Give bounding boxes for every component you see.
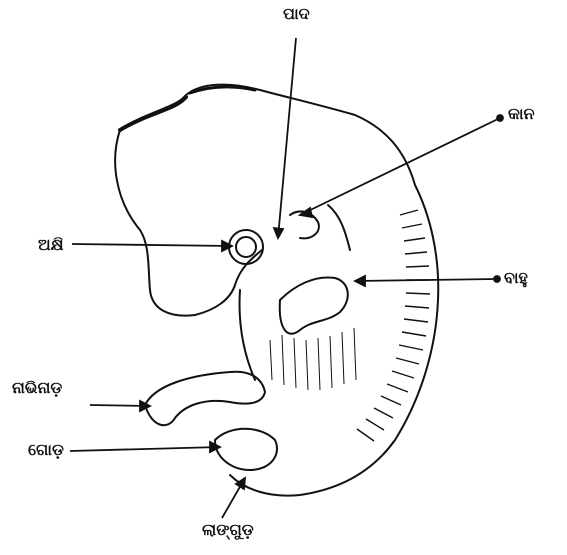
leader-akhi	[72, 244, 232, 246]
umbilical-cord	[145, 372, 265, 426]
label-kana: କାନ	[508, 106, 535, 122]
label-bahu: ବାହୁ	[504, 270, 528, 286]
leader-pa	[278, 38, 296, 238]
label-pa: ପାଦ	[283, 6, 310, 22]
leg-shape	[215, 429, 277, 470]
face-outline	[115, 130, 262, 316]
spine-hatching	[357, 210, 430, 441]
leader-god	[70, 447, 220, 451]
label-nadi: ନାଭିନାଡ଼	[12, 380, 62, 396]
label-akhi: ଅକ୍ଷି	[38, 237, 64, 253]
body-hatching	[270, 328, 356, 390]
eye-shape	[229, 230, 263, 264]
leader-kana	[300, 118, 500, 215]
label-god: ଗୋଡ଼	[28, 442, 64, 458]
label-lanja: ଲାଙ୍ଗୁଡ଼	[202, 522, 254, 538]
arm-shape	[280, 277, 348, 333]
leader-bahu	[355, 279, 497, 281]
head-outline	[120, 85, 438, 496]
